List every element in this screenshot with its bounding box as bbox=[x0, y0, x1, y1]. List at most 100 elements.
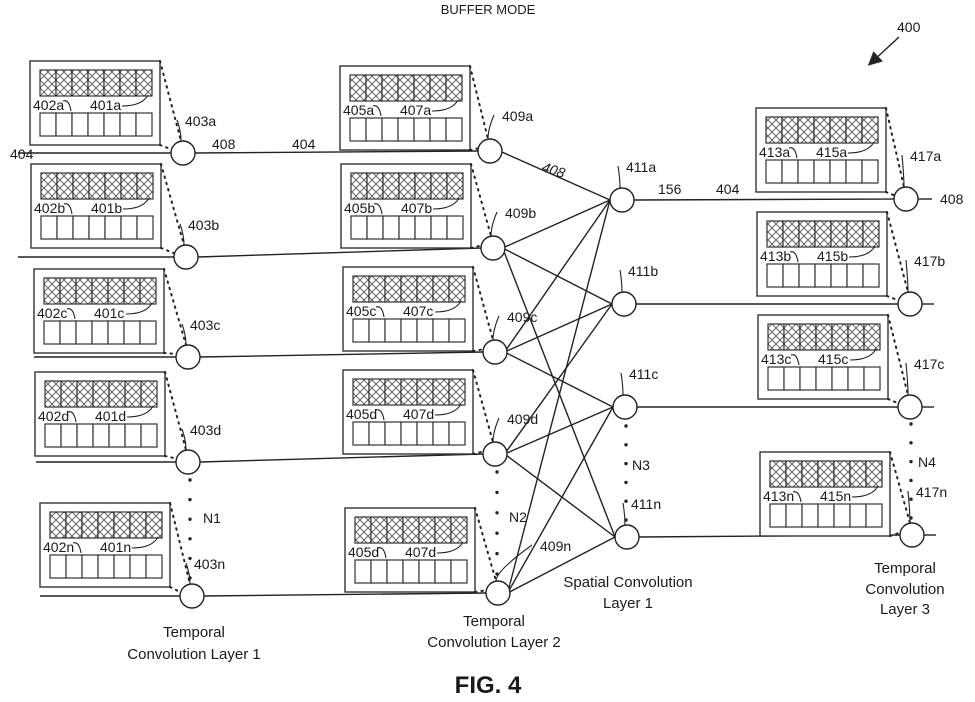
empty-cell bbox=[766, 263, 784, 288]
hatched-cell bbox=[817, 460, 835, 488]
node-label: 403d bbox=[190, 422, 221, 438]
hatched-cell bbox=[349, 74, 367, 102]
empty-cell bbox=[43, 320, 61, 345]
hatched-cell bbox=[416, 275, 434, 303]
hatched-cell bbox=[830, 220, 848, 248]
hatched-cell bbox=[765, 116, 783, 144]
tc2-node-409d: 409d bbox=[482, 411, 538, 467]
hatched-cell bbox=[833, 460, 851, 488]
hatched-cell bbox=[402, 516, 420, 544]
caption-tc3: Temporal Convolution Layer 3 bbox=[865, 560, 944, 618]
hatched-cell bbox=[65, 511, 83, 539]
hatched-buffer-label: 415c bbox=[818, 351, 848, 367]
projection-dots bbox=[472, 348, 486, 352]
empty-cell bbox=[108, 423, 126, 448]
tc3-node-417c: 417c bbox=[897, 356, 944, 420]
leader-line bbox=[176, 119, 182, 142]
empty-cell bbox=[92, 423, 110, 448]
hatched-cell bbox=[366, 172, 384, 200]
buffer-label: 405a bbox=[343, 102, 374, 118]
hatched-cell bbox=[71, 69, 89, 97]
empty-cell bbox=[767, 366, 785, 391]
leader-line bbox=[495, 544, 533, 582]
hatched-buffer-label: 415b bbox=[817, 248, 848, 264]
projection-dots bbox=[472, 369, 494, 443]
projection-dots bbox=[886, 211, 909, 293]
leader-line bbox=[122, 197, 150, 210]
leader-line bbox=[63, 203, 73, 215]
empty-cell bbox=[413, 117, 431, 142]
hatched-cell bbox=[136, 172, 154, 200]
neuron-node-icon bbox=[614, 524, 640, 550]
leader-line bbox=[619, 269, 623, 293]
hatched-cell bbox=[785, 460, 803, 488]
hatched-cell bbox=[448, 275, 466, 303]
count-label-n1: N1 bbox=[203, 510, 221, 526]
node-label: 411c bbox=[629, 366, 658, 382]
empty-cell bbox=[402, 559, 420, 584]
empty-cell bbox=[119, 112, 137, 137]
leader-line bbox=[431, 99, 459, 112]
leader-line bbox=[788, 147, 798, 159]
buffer-label: 402n bbox=[43, 539, 74, 555]
hatched-cell bbox=[56, 172, 74, 200]
leader-line bbox=[436, 541, 464, 554]
empty-cell bbox=[434, 559, 452, 584]
ellipsis-dot bbox=[188, 478, 192, 482]
caption-sc1: Spatial Convolution Layer 1 bbox=[563, 574, 692, 612]
ellipsis-dot bbox=[188, 497, 192, 502]
hatched-cell bbox=[75, 277, 93, 305]
projection-dots bbox=[159, 144, 174, 151]
empty-cell bbox=[765, 159, 783, 184]
empty-cell bbox=[781, 159, 799, 184]
hatched-cell bbox=[386, 516, 404, 544]
tc1-node-403d: 403d bbox=[175, 422, 221, 475]
hatched-cell bbox=[123, 277, 141, 305]
leader-line bbox=[617, 165, 621, 189]
empty-cell bbox=[65, 554, 83, 579]
empty-cell bbox=[445, 117, 463, 142]
hatched-cell bbox=[384, 378, 402, 406]
hatched-cell bbox=[97, 511, 115, 539]
hatched-cell bbox=[88, 172, 106, 200]
ellipsis-dot bbox=[495, 551, 499, 556]
hatched-cell bbox=[813, 116, 831, 144]
leader-line bbox=[789, 251, 799, 263]
hatched-cell bbox=[60, 380, 78, 408]
empty-cell bbox=[354, 559, 372, 584]
leader-line bbox=[181, 323, 187, 346]
empty-cell bbox=[145, 554, 163, 579]
hatched-cell bbox=[129, 511, 147, 539]
hatched-cell bbox=[865, 460, 883, 488]
empty-cell bbox=[429, 117, 447, 142]
empty-cell bbox=[398, 215, 416, 240]
hatched-cell bbox=[434, 516, 452, 544]
neuron-node-icon bbox=[482, 339, 508, 365]
neuron-node-icon bbox=[897, 394, 923, 420]
tc1-to-tc2-wire bbox=[199, 351, 484, 358]
empty-cell bbox=[865, 503, 883, 528]
node-label: 411n bbox=[631, 496, 661, 512]
empty-cell bbox=[87, 112, 105, 137]
node-label: 403b bbox=[188, 217, 219, 233]
leader-line bbox=[847, 141, 875, 154]
caption-tc1: Temporal Convolution Layer 1 bbox=[127, 624, 260, 663]
empty-cell bbox=[120, 215, 138, 240]
hatched-cell bbox=[365, 74, 383, 102]
hatched-cell bbox=[432, 275, 450, 303]
empty-cell bbox=[123, 320, 141, 345]
empty-cell bbox=[76, 423, 94, 448]
hatched-cell bbox=[799, 323, 817, 351]
empty-cell bbox=[833, 503, 851, 528]
hatched-cell bbox=[430, 172, 448, 200]
svg-text:Temporal: Temporal bbox=[463, 613, 525, 630]
empty-cell bbox=[352, 318, 370, 343]
empty-cell bbox=[124, 423, 142, 448]
hatched-cell bbox=[831, 323, 849, 351]
ellipsis-dot bbox=[624, 424, 628, 428]
hatched-cell bbox=[398, 172, 416, 200]
projection-dots bbox=[169, 502, 191, 585]
empty-cell bbox=[797, 159, 815, 184]
